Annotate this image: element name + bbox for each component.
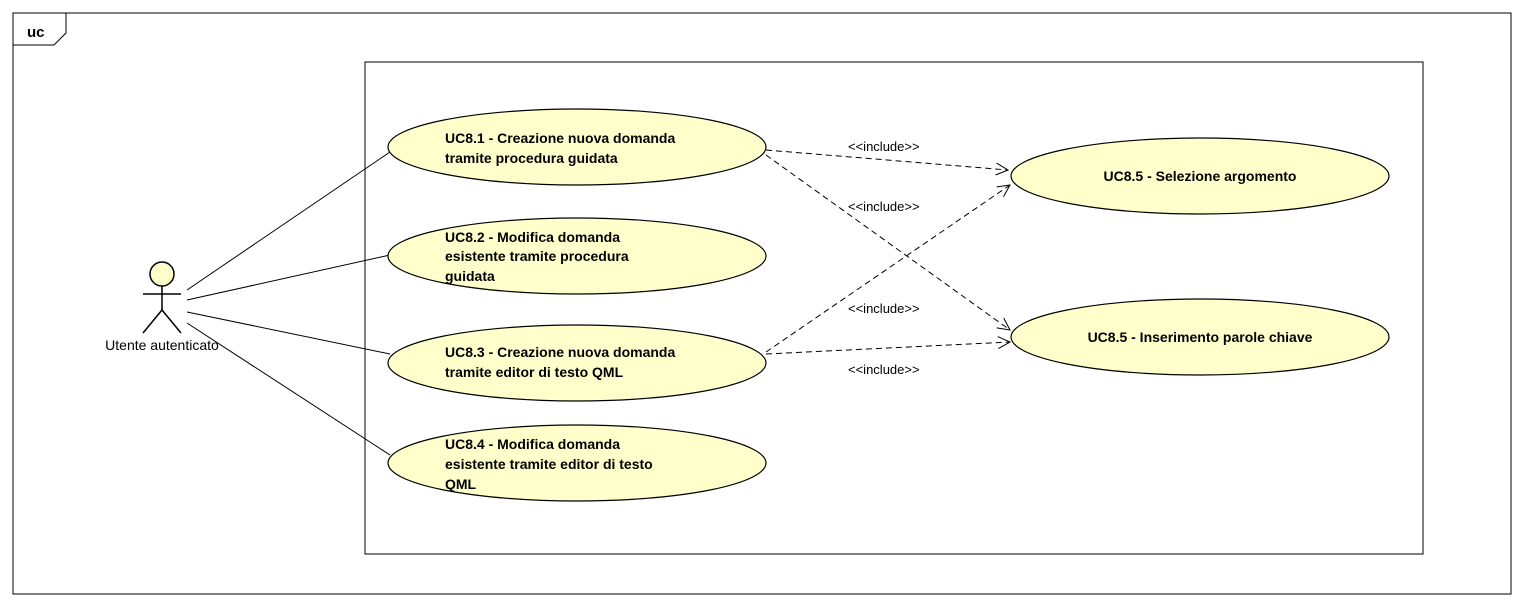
include-uc81-uc85a: [765, 149, 1008, 170]
use-case-label: UC8.4 - Modifica domanda esistente trami…: [445, 436, 657, 492]
use-case-uc85-parole-chiave[interactable]: UC8.5 - Inserimento parole chiave: [1010, 298, 1390, 376]
include-uc83-uc85b: [765, 342, 1010, 355]
use-case-label: UC8.2 - Modifica domanda esistente trami…: [445, 229, 633, 284]
include-label: <<include>>: [848, 301, 920, 316]
use-case-uc84[interactable]: UC8.4 - Modifica domanda esistente trami…: [387, 424, 767, 502]
use-case-ellipse: [387, 217, 767, 295]
association-uc83: [186, 311, 391, 355]
use-case-ellipse: [387, 108, 767, 186]
use-case-line: UC8.1 - Creazione nuova domanda: [445, 130, 675, 146]
use-case-ellipse: [1010, 137, 1390, 215]
include-dependencies: [765, 149, 1010, 355]
use-case-line: UC8.2 - Modifica domanda: [445, 229, 620, 245]
use-case-uc83[interactable]: UC8.3 - Creazione nuova domanda tramite …: [387, 324, 767, 402]
association-uc82: [186, 254, 391, 301]
frame-label: uc: [27, 24, 45, 41]
use-case-line: UC8.3 - Creazione nuova domanda: [445, 344, 675, 360]
use-case-line: tramite procedura guidata: [445, 150, 618, 166]
actor-left-leg: [142, 309, 163, 334]
include-label: <<include>>: [848, 139, 920, 154]
use-case-line: esistente tramite procedura: [445, 248, 629, 264]
actor[interactable]: Utente autenticato: [105, 261, 219, 353]
use-case-label: UC8.5 - Inserimento parole chiave: [1088, 329, 1313, 345]
use-case-ellipse: [387, 424, 767, 502]
use-case-uc85-selezione[interactable]: UC8.5 - Selezione argomento: [1010, 137, 1390, 215]
use-case-line: esistente tramite editor di testo: [445, 456, 653, 472]
use-case-label: UC8.3 - Creazione nuova domanda tramite …: [445, 344, 679, 380]
use-case-label: UC8.1 - Creazione nuova domanda tramite …: [445, 130, 679, 166]
use-case-line: guidata: [445, 268, 495, 284]
frame-tab: [13, 13, 67, 46]
association-uc84: [186, 322, 391, 456]
association-uc81: [186, 151, 391, 291]
use-case-ellipse: [1010, 298, 1390, 376]
use-case-line: UC8.4 - Modifica domanda: [445, 436, 620, 452]
use-case-line: tramite editor di testo QML: [445, 364, 624, 380]
include-label: <<include>>: [848, 199, 920, 214]
use-case-uc82[interactable]: UC8.2 - Modifica domanda esistente trami…: [387, 217, 767, 295]
actor-name: Utente autenticato: [105, 337, 219, 353]
use-case-line: QML: [445, 476, 477, 492]
use-case-label: UC8.5 - Selezione argomento: [1104, 168, 1297, 184]
associations: [186, 151, 391, 456]
actor-head: [149, 261, 175, 287]
include-label: <<include>>: [848, 362, 920, 377]
use-case-uc81[interactable]: UC8.1 - Creazione nuova domanda tramite …: [387, 108, 767, 186]
include-uc81-uc85b: [765, 154, 1010, 330]
use-case-ellipse: [387, 324, 767, 402]
actor-right-leg: [161, 309, 182, 334]
